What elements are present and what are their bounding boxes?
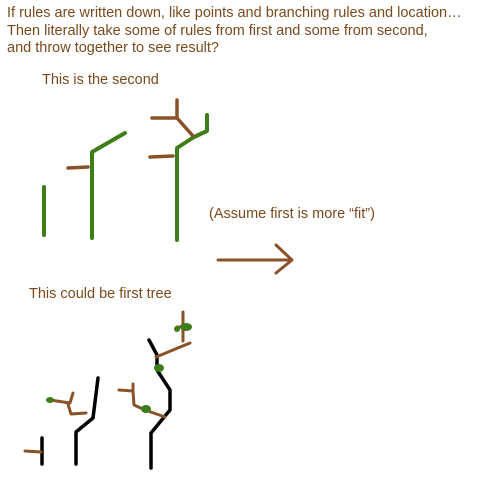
right-arrow-icon bbox=[216, 243, 294, 275]
intro-text: If rules are written down, like points a… bbox=[7, 5, 499, 58]
first-stage-3-branch-lower bbox=[117, 388, 167, 419]
first-stage-2-branch-lower bbox=[66, 402, 88, 416]
second-tree-group bbox=[42, 98, 209, 242]
second-stage-3-branch-top bbox=[150, 98, 179, 120]
first-tree-group bbox=[23, 310, 192, 470]
leaf-icon bbox=[46, 397, 54, 403]
second-stage-3-twig bbox=[192, 113, 209, 139]
assume-fit-label: (Assume first is more “fit”) bbox=[209, 206, 375, 222]
second-tree-label: This is the second bbox=[42, 72, 159, 88]
leaf-icon bbox=[141, 405, 151, 413]
leaf-icon bbox=[180, 323, 192, 331]
second-stage-2-trunk bbox=[90, 131, 127, 240]
second-stage-3-branch-diag bbox=[175, 116, 195, 138]
intro-line-2: Then literally take some of rules from f… bbox=[7, 22, 428, 39]
first-stage-1-branch bbox=[23, 449, 43, 454]
second-stage-2-branch bbox=[66, 165, 90, 170]
leaf-icon bbox=[154, 364, 164, 372]
first-stage-2-branch-upper bbox=[48, 391, 75, 405]
arrow-group bbox=[216, 243, 294, 275]
first-stage-3-trunk bbox=[147, 338, 172, 470]
leaf-icon bbox=[174, 326, 180, 332]
intro-line-3: and throw together to see result? bbox=[7, 40, 219, 56]
first-tree-label: This could be first tree bbox=[29, 286, 172, 302]
second-stage-3-trunk bbox=[175, 135, 196, 242]
leaf-group bbox=[46, 323, 192, 413]
second-stage-3-branch-low bbox=[148, 154, 175, 159]
first-stage-2-trunk bbox=[74, 376, 100, 466]
intro-line-1: If rules are written down, like points a… bbox=[7, 5, 462, 21]
first-stage-3-branch-upper bbox=[154, 341, 192, 359]
